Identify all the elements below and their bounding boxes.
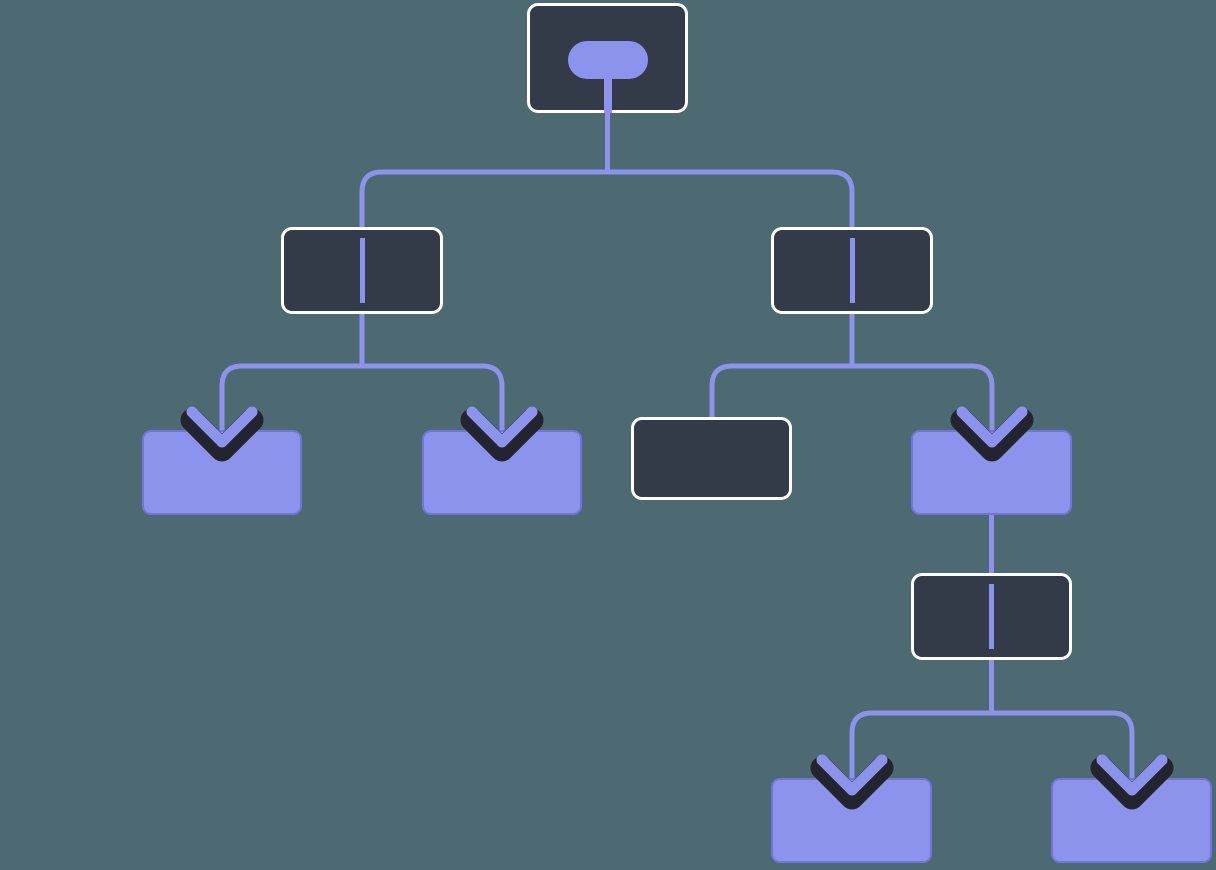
edge-n1a-to-n2a [219, 363, 362, 438]
through-line-n1a [359, 238, 365, 303]
node-level2-a[interactable] [142, 430, 302, 515]
edge-n1a-to-n2b [362, 363, 505, 438]
node-level4-a[interactable] [771, 778, 932, 863]
edge-n3a-to-n4a [849, 710, 992, 786]
root-pill-icon [568, 41, 648, 79]
node-level4-b[interactable] [1051, 778, 1212, 863]
node-level2-d[interactable] [911, 430, 1072, 515]
node-level2-c[interactable] [631, 417, 792, 500]
edge-root-to-n1b [607, 169, 855, 232]
node-level2-b[interactable] [422, 430, 582, 515]
through-line-n3a [989, 584, 994, 649]
edge-root-to-n1a [359, 169, 608, 232]
root-pill-stem-icon [604, 74, 612, 113]
edge-n1b-to-n2d [852, 363, 995, 438]
edge-n1b-to-n2c [709, 363, 852, 420]
edge-n3a-to-n4b [991, 710, 1135, 786]
through-line-n1b [849, 238, 855, 303]
node-root[interactable] [527, 3, 688, 113]
